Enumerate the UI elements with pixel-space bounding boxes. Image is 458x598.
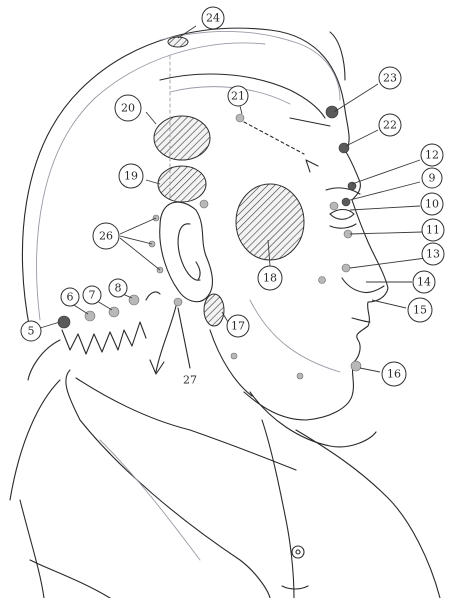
- label-21: 21: [228, 86, 248, 106]
- label-17: 17: [227, 315, 249, 337]
- label-27: 27: [183, 374, 197, 387]
- head-outline: [22, 28, 388, 420]
- svg-text:15: 15: [413, 304, 427, 317]
- svg-text:16: 16: [387, 368, 401, 381]
- svg-text:19: 19: [124, 170, 138, 183]
- point-16: [351, 361, 361, 371]
- svg-text:18: 18: [263, 272, 277, 285]
- arrow-27: [150, 306, 190, 374]
- label-22: 22: [379, 114, 401, 136]
- svg-text:5: 5: [28, 325, 35, 338]
- point-7: [109, 307, 119, 317]
- point-22: [339, 143, 349, 153]
- label-23: 23: [379, 67, 401, 89]
- svg-text:8: 8: [115, 282, 122, 295]
- label-16: 16: [382, 362, 406, 386]
- label-9: 9: [422, 168, 442, 188]
- point-23: [326, 106, 338, 118]
- point-head-top: [200, 200, 208, 208]
- collar-left: [66, 370, 270, 598]
- zone-24: [168, 37, 188, 47]
- svg-text:23: 23: [383, 72, 397, 85]
- svg-text:12: 12: [425, 149, 439, 162]
- label-7: 7: [83, 286, 101, 304]
- point-21: [236, 114, 244, 122]
- svg-text:22: 22: [383, 119, 397, 132]
- point-9: [342, 198, 350, 206]
- svg-text:10: 10: [425, 198, 439, 211]
- label-26: 26: [93, 223, 119, 249]
- svg-text:14: 14: [417, 276, 431, 289]
- zone-19: [158, 166, 206, 202]
- label-13: 13: [422, 243, 444, 265]
- point-13: [342, 264, 350, 272]
- svg-text:27: 27: [183, 374, 197, 387]
- label-12: 12: [421, 144, 443, 166]
- label-11: 11: [422, 219, 444, 241]
- zone-17: [204, 294, 224, 326]
- svg-text:17: 17: [231, 320, 245, 333]
- label-6: 6: [61, 288, 79, 306]
- svg-text:9: 9: [429, 172, 436, 185]
- label-19: 19: [119, 164, 143, 188]
- point-14: [319, 277, 326, 284]
- label-24: 24: [202, 7, 224, 29]
- label-18: 18: [258, 266, 282, 290]
- number-labels: 24 23 22 21 20 19 12 9 10 11 13 14 15 16…: [21, 7, 444, 387]
- label-15: 15: [408, 298, 432, 322]
- zone-20: [154, 116, 210, 160]
- svg-text:6: 6: [67, 291, 74, 304]
- zone-18: [236, 184, 304, 260]
- svg-text:26: 26: [99, 230, 113, 243]
- svg-text:20: 20: [121, 102, 135, 115]
- ear: [160, 202, 213, 302]
- point-jaw: [231, 353, 237, 359]
- point-10: [330, 202, 338, 210]
- svg-text:21: 21: [231, 90, 245, 103]
- point-6: [85, 311, 95, 321]
- svg-text:24: 24: [206, 12, 220, 25]
- svg-text:7: 7: [89, 289, 96, 302]
- label-8: 8: [109, 279, 127, 297]
- svg-text:11: 11: [426, 224, 440, 237]
- neck-and-shirt: [10, 340, 440, 598]
- label-10: 10: [421, 193, 443, 215]
- point-8: [129, 295, 139, 305]
- point-chin: [297, 373, 303, 379]
- svg-text:13: 13: [426, 248, 440, 261]
- label-5: 5: [21, 321, 41, 341]
- label-20: 20: [115, 95, 141, 121]
- point-27: [174, 298, 182, 306]
- label-14: 14: [413, 271, 435, 293]
